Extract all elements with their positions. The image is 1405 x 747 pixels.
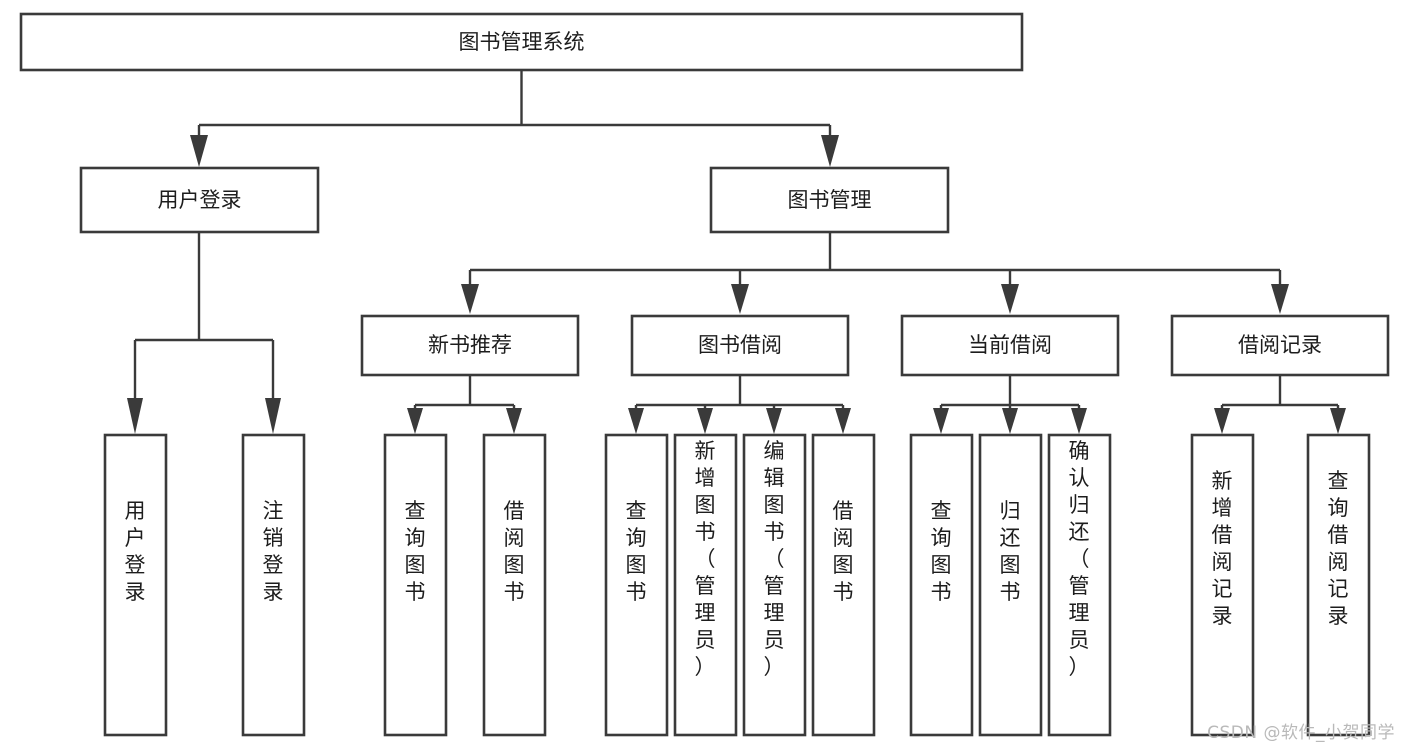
node-book-borrow[interactable]: 图书借阅: [630, 314, 850, 377]
node-user-login[interactable]: 用户登录: [79, 166, 320, 234]
connector-group-borrow-record: [1214, 375, 1346, 434]
node-leaf-query-book-1[interactable]: 查询图书: [383, 433, 448, 737]
node-user-login-label: 用户登录: [158, 188, 242, 212]
node-book-manage[interactable]: 图书管理: [709, 166, 950, 234]
arrow-head-new-book-recommend: [461, 284, 479, 314]
arrow-head-book-borrow: [731, 284, 749, 314]
connector-group-new-book-recommend: [407, 375, 522, 434]
arrow-head-leaf-user-login: [127, 398, 143, 434]
arrow-head-leaf-add-record: [1214, 408, 1230, 434]
connector-group-current-borrow: [933, 375, 1087, 434]
node-leaf-return-book-box[interactable]: [978, 433, 1043, 737]
node-leaf-return-book-label: 归还图书: [1000, 499, 1021, 604]
arrow-head-leaf-add-book: [697, 408, 713, 434]
node-leaf-logout-login-label: 注销登录: [263, 499, 284, 604]
node-leaf-borrow-book-2-label: 借阅图书: [833, 499, 854, 604]
connector-group-root: [190, 70, 839, 167]
node-leaf-borrow-book-2[interactable]: 借阅图书: [811, 433, 876, 737]
arrow-head-leaf-query-book-3: [933, 408, 949, 434]
node-new-book-recommend-label: 新书推荐: [428, 333, 512, 357]
node-leaf-add-record-label: 新增借阅记录: [1212, 469, 1233, 628]
node-new-book-recommend-box[interactable]: [360, 314, 580, 377]
node-leaf-confirm-return[interactable]: 确认归还（管理员）: [1047, 433, 1112, 737]
node-leaf-query-book-2-label: 查询图书: [626, 499, 647, 604]
arrow-head-user-login: [190, 135, 208, 167]
arrow-head-current-borrow: [1001, 284, 1019, 314]
node-leaf-borrow-book-1-label: 借阅图书: [504, 499, 525, 604]
node-borrow-record-label: 借阅记录: [1238, 333, 1322, 357]
node-book-manage-box[interactable]: [709, 166, 950, 234]
arrow-head-leaf-borrow-book-1: [506, 408, 522, 434]
arrow-head-leaf-edit-book: [766, 408, 782, 434]
node-leaf-query-record[interactable]: 查询借阅记录: [1306, 433, 1371, 737]
arrow-head-leaf-borrow-book-2: [835, 408, 851, 434]
node-leaf-query-record-label: 查询借阅记录: [1328, 469, 1349, 628]
node-root-label: 图书管理系统: [459, 30, 585, 54]
node-book-borrow-box[interactable]: [630, 314, 850, 377]
node-leaf-user-login[interactable]: 用户登录: [103, 433, 168, 737]
node-leaf-borrow-book-1[interactable]: 借阅图书: [482, 433, 547, 737]
node-leaf-query-book-3-label: 查询图书: [931, 499, 952, 604]
connector-group-book-borrow: [628, 375, 851, 434]
node-user-login-box[interactable]: [79, 166, 320, 234]
node-leaf-add-record[interactable]: 新增借阅记录: [1190, 433, 1255, 737]
node-current-borrow-box[interactable]: [900, 314, 1120, 377]
arrow-head-leaf-query-record: [1330, 408, 1346, 434]
node-leaf-query-book-1-box[interactable]: [383, 433, 448, 737]
node-leaf-query-book-3[interactable]: 查询图书: [909, 433, 974, 737]
node-leaf-add-book[interactable]: 新增图书（管理员）: [673, 433, 738, 737]
node-borrow-record-box[interactable]: [1170, 314, 1390, 377]
node-leaf-query-book-2[interactable]: 查询图书: [604, 433, 669, 737]
node-leaf-borrow-book-2-box[interactable]: [811, 433, 876, 737]
arrow-head-leaf-query-book-2: [628, 408, 644, 434]
node-leaf-add-book-label: 新增图书（管理员）: [695, 439, 716, 679]
node-leaf-confirm-return-box[interactable]: [1047, 433, 1112, 737]
node-leaf-query-book-2-box[interactable]: [604, 433, 669, 737]
node-leaf-query-book-3-box[interactable]: [909, 433, 974, 737]
node-leaf-user-login-label: 用户登录: [125, 499, 146, 604]
connector-group-user-login: [127, 232, 281, 434]
node-leaf-return-book[interactable]: 归还图书: [978, 433, 1043, 737]
connector-group-book-manage: [461, 232, 1289, 314]
node-leaf-user-login-box[interactable]: [103, 433, 168, 737]
node-current-borrow[interactable]: 当前借阅: [900, 314, 1120, 377]
arrow-head-borrow-record: [1271, 284, 1289, 314]
node-root[interactable]: 图书管理系统: [19, 12, 1024, 72]
node-leaf-query-book-1-label: 查询图书: [405, 499, 426, 604]
node-leaf-logout-login[interactable]: 注销登录: [241, 433, 306, 737]
node-borrow-record[interactable]: 借阅记录: [1170, 314, 1390, 377]
arrow-head-leaf-query-book-1: [407, 408, 423, 434]
node-leaf-edit-book-label: 编辑图书（管理员）: [764, 439, 785, 679]
node-book-manage-label: 图书管理: [788, 188, 872, 212]
arrow-head-leaf-confirm-return: [1071, 408, 1087, 434]
node-leaf-query-record-box[interactable]: [1306, 433, 1371, 737]
node-leaf-add-book-box[interactable]: [673, 433, 738, 737]
node-root-box[interactable]: [19, 12, 1024, 72]
node-leaf-edit-book[interactable]: 编辑图书（管理员）: [742, 433, 807, 737]
node-leaf-logout-login-box[interactable]: [241, 433, 306, 737]
node-leaf-confirm-return-label: 确认归还（管理员）: [1069, 439, 1090, 679]
arrow-head-leaf-return-book: [1002, 408, 1018, 434]
node-current-borrow-label: 当前借阅: [968, 333, 1052, 357]
arrow-head-book-manage: [821, 135, 839, 167]
node-new-book-recommend[interactable]: 新书推荐: [360, 314, 580, 377]
node-leaf-edit-book-box[interactable]: [742, 433, 807, 737]
node-leaf-borrow-book-1-box[interactable]: [482, 433, 547, 737]
node-book-borrow-label: 图书借阅: [698, 333, 782, 357]
arrow-head-leaf-logout-login: [265, 398, 281, 434]
node-leaf-add-record-box[interactable]: [1190, 433, 1255, 737]
